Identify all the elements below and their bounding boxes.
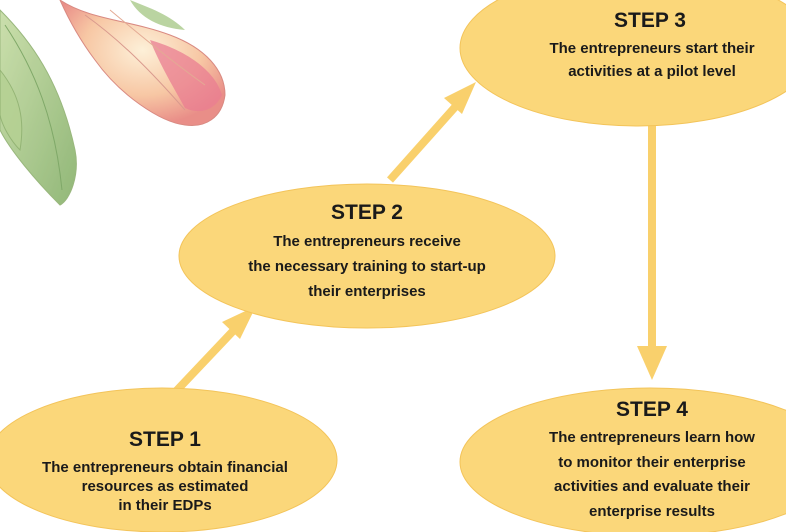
step-4-line-2: to monitor their enterprise [558,454,746,471]
arrow-step2-to-step3-head [444,82,476,114]
step-2-line-1: The entrepreneurs receive [273,233,461,250]
step-1: STEP 1 The entrepreneurs obtain financia… [0,387,338,532]
step-3-line-2: activities at a pilot level [568,63,736,80]
step-2-line-3: their enterprises [308,283,426,300]
arrow-step1-to-step2-head [222,306,256,339]
flower-petal-line [84,14,186,111]
arrow-step2-to-step3-shaft [387,103,459,183]
leaf-vein [4,24,63,191]
step-1-ellipse [0,387,338,532]
step-4-line-4: enterprise results [589,503,715,520]
step-3-title: STEP 3 [614,9,686,32]
step-4: STEP 4 The entrepreneurs learn how to mo… [459,387,786,532]
flower-petal-pink [150,40,222,112]
flow-arrows [160,82,667,408]
flower-sepal [130,0,185,30]
step-1-line-1: The entrepreneurs obtain financial [42,459,288,476]
step-2-title: STEP 2 [331,201,403,224]
flower-bud-illustration [0,0,226,206]
step-3-ellipse [459,0,786,127]
step-2: STEP 2 The entrepreneurs receive the nec… [178,183,556,329]
step-4-line-1: The entrepreneurs learn how [549,429,755,446]
step-4-line-3: activities and evaluate their [554,478,750,495]
step-1-title: STEP 1 [129,428,201,451]
step-4-ellipse [459,387,786,532]
arrow-step3-to-step4-head [637,346,667,380]
step-2-line-2: the necessary training to start-up [248,258,486,275]
step-4-title: STEP 4 [616,398,688,421]
step-1-line-2: resources as estimated [82,478,249,495]
step-2-ellipse [178,183,556,329]
step-3: STEP 3 The entrepreneurs start their act… [459,0,786,127]
step-3-line-1: The entrepreneurs start their [549,40,754,57]
flower-petal-line-2 [109,9,206,86]
step-1-line-3: in their EDPs [118,497,211,514]
leaf-small [0,69,23,152]
